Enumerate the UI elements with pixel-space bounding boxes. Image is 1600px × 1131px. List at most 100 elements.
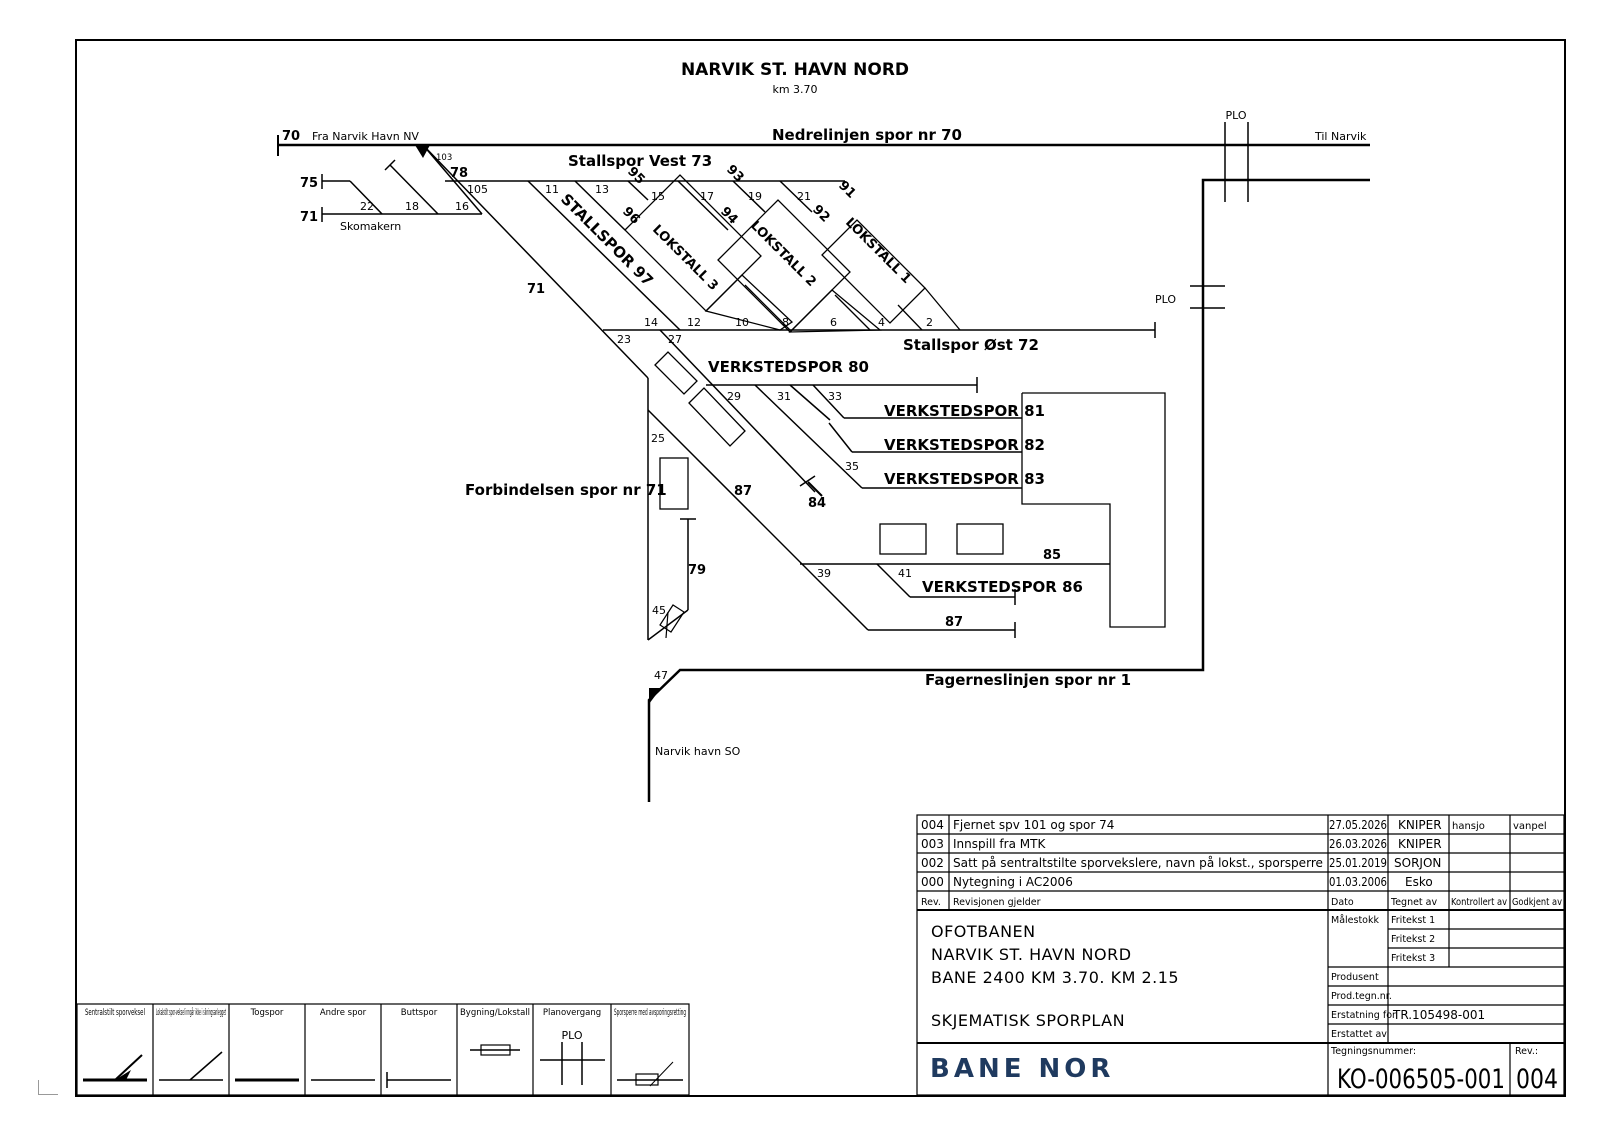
plo-top-label: PLO xyxy=(1225,109,1246,122)
rev-header-approved: Godkjent av xyxy=(1512,897,1562,908)
fra-label: Fra Narvik Havn NV xyxy=(312,130,419,143)
rev-000: 000 xyxy=(921,875,944,889)
verkstedspor-tracks xyxy=(647,329,1110,641)
tegningsnummer-label: Tegningsnummer: xyxy=(1330,1046,1416,1057)
fritekst-3: Fritekst 3 xyxy=(1391,953,1435,964)
rev-000-text: Nytegning i AC2006 xyxy=(953,875,1073,889)
lokstall-2-label: LOKSTALL 2 xyxy=(747,218,819,290)
verkstedspor-82-label: VERKSTEDSPOR 82 xyxy=(884,436,1045,454)
switch-13: 13 xyxy=(595,183,609,196)
signature-logo-1: hansjo xyxy=(1452,821,1485,832)
rev-002-drawn: SORJON xyxy=(1394,856,1441,870)
legend-label-togspor: Togspor xyxy=(250,1008,284,1018)
skomakern-tracks xyxy=(321,144,649,379)
rev-000-date: 01.03.2006 xyxy=(1329,875,1387,889)
switch-41: 41 xyxy=(898,567,912,580)
rev-header-rev: Rev. xyxy=(921,897,941,908)
derail-45 xyxy=(659,604,685,639)
erstatning-for-label: Erstatning for xyxy=(1331,1010,1396,1021)
switch-47: 47 xyxy=(654,669,668,682)
crop-mark xyxy=(38,1094,58,1095)
rev-003: 003 xyxy=(921,837,944,851)
rev-003-text: Innspill fra MTK xyxy=(953,837,1046,851)
rev-header-drawn: Tegnet av xyxy=(1390,897,1437,908)
signature-logo-2: vanpel xyxy=(1513,821,1547,832)
track-label-71-left: 71 xyxy=(300,210,318,225)
switch-2: 2 xyxy=(926,316,933,329)
legend-label-lokalstilt: Lokalstilt spor-veksel inngår ikke i sik… xyxy=(156,1007,226,1018)
legend-plo: PLO xyxy=(561,1029,582,1042)
title-line-2: NARVIK ST. HAVN NORD xyxy=(931,945,1132,964)
legend-label-andre-spor: Andre spor xyxy=(320,1008,367,1018)
rev-004: 004 xyxy=(921,818,944,832)
rev-004-text: Fjernet spv 101 og spor 74 xyxy=(953,818,1114,832)
drawing-frame xyxy=(75,39,1566,1097)
track-label-92: 92 xyxy=(809,202,832,225)
rev-003-date: 26.03.2026 xyxy=(1329,837,1387,851)
prodtegn-label: Prod.tegn.nr. xyxy=(1331,991,1392,1002)
central-switch-47 xyxy=(649,688,661,704)
verkstedspor-83-label: VERKSTEDSPOR 83 xyxy=(884,470,1045,488)
tegningsnummer-value: KO-006505-001 xyxy=(1337,1064,1505,1095)
track-70 xyxy=(277,135,1370,156)
track-label-85: 85 xyxy=(1043,548,1061,563)
rev-value: 004 xyxy=(1516,1064,1558,1095)
narvik-havn-so-label: Narvik havn SO xyxy=(655,745,741,758)
bane-nor-logo: BANE NOR xyxy=(930,1054,1114,1084)
lokstall-1-label: LOKSTALL 1 xyxy=(842,215,914,287)
legend-label-sporsperre: Sporsperre med avsporingsretting xyxy=(614,1008,686,1018)
track-label-71-mid: 71 xyxy=(527,282,545,297)
legend-label-planovergang: Planovergang xyxy=(543,1008,601,1018)
fagerneslinjen-label: Fagerneslinjen spor nr 1 xyxy=(925,671,1131,689)
fritekst-2: Fritekst 2 xyxy=(1391,934,1435,945)
title-line-4: SKJEMATISK SPORPLAN xyxy=(931,1011,1125,1030)
switch-29: 29 xyxy=(727,390,741,403)
revision-rows: 004 Fjernet spv 101 og spor 74 27.05.202… xyxy=(921,818,1562,908)
switch-8: 8 xyxy=(782,316,789,329)
verkstedspor-81-label: VERKSTEDSPOR 81 xyxy=(884,402,1045,420)
rev-004-drawn: KNIPER xyxy=(1398,818,1442,832)
switch-23: 23 xyxy=(617,333,631,346)
workshop-buildings xyxy=(654,351,1166,628)
switch-39: 39 xyxy=(817,567,831,580)
erstatning-for-value: TR.105498-001 xyxy=(1392,1008,1485,1022)
title-line-1: OFOTBANEN xyxy=(931,922,1036,941)
fritekst-1: Fritekst 1 xyxy=(1391,915,1435,926)
revision-table xyxy=(916,814,1565,1096)
track-label-84: 84 xyxy=(808,496,826,511)
rev-000-drawn: Esko xyxy=(1405,875,1433,889)
skomakern-label: Skomakern xyxy=(340,220,401,233)
track-label-78: 78 xyxy=(450,166,468,181)
rev-004-date: 27.05.2026 xyxy=(1329,818,1387,832)
rev-header-text: Revisjonen gjelder xyxy=(953,897,1041,908)
switch-12: 12 xyxy=(687,316,701,329)
lokstall-3-label: LOKSTALL 3 xyxy=(649,222,721,294)
switch-6: 6 xyxy=(830,316,837,329)
stallspor-ost-label: Stallspor Øst 72 xyxy=(903,336,1039,354)
stallspor-vest-label: Stallspor Vest 73 xyxy=(568,152,712,170)
erstattet-av-label: Erstattet av xyxy=(1331,1029,1387,1040)
track-label-93: 93 xyxy=(723,162,746,185)
plo-mid-label: PLO xyxy=(1155,293,1176,306)
switch-18: 18 xyxy=(405,200,419,213)
switch-21: 21 xyxy=(797,190,811,203)
legend xyxy=(76,1003,690,1096)
level-crossing-mid xyxy=(1190,285,1225,309)
title-block-grid xyxy=(917,910,1564,1095)
crop-mark xyxy=(38,1080,39,1095)
lokstall-2-building xyxy=(717,199,851,333)
forbindelsen-label: Forbindelsen spor nr 71 xyxy=(465,481,667,499)
switch-35: 35 xyxy=(845,460,859,473)
switch-22: 22 xyxy=(360,200,374,213)
lokstall-buildings xyxy=(624,174,961,333)
verkstedspor-86-label: VERKSTEDSPOR 86 xyxy=(922,578,1083,596)
rev-label: Rev.: xyxy=(1515,1046,1538,1057)
switch-103: 103 xyxy=(436,153,452,163)
rev-002: 002 xyxy=(921,856,944,870)
produsent-label: Produsent xyxy=(1331,972,1379,983)
switch-17: 17 xyxy=(700,190,714,203)
rev-header-date: Dato xyxy=(1331,897,1354,908)
switch-11: 11 xyxy=(545,183,559,196)
switch-10: 10 xyxy=(735,316,749,329)
switch-33: 33 xyxy=(828,390,842,403)
